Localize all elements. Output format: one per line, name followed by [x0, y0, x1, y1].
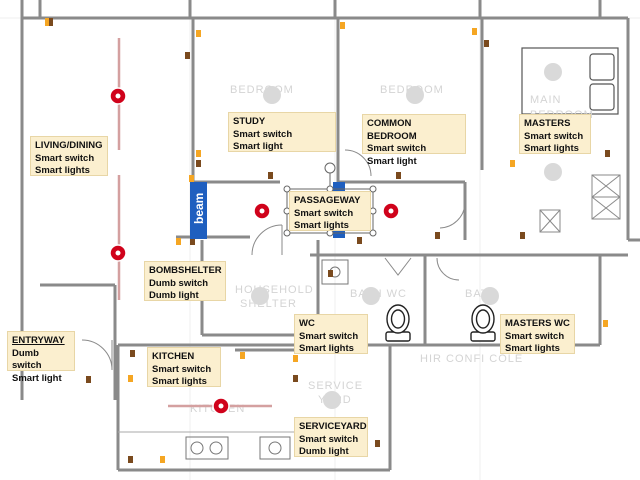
light-type: Smart lights — [152, 376, 207, 387]
svg-text:SERVICE: SERVICE — [308, 380, 363, 392]
switch-type: Smart switch — [35, 152, 95, 164]
label-kitchen: KITCHEN Smart switch Smart lights — [147, 347, 221, 387]
light-type: Smart lights — [299, 343, 354, 354]
room-name: LIVING/DINING — [35, 140, 103, 151]
switch-type: Dumb switch — [149, 277, 209, 289]
light-type: Dumb light — [299, 446, 349, 457]
light-type: Smart light — [12, 372, 62, 384]
room-name: KITCHEN — [152, 351, 195, 362]
room-name: SERVICEYARD — [299, 421, 367, 432]
room-name: BOMBSHELTER — [149, 265, 222, 276]
room-name: MASTERS — [524, 118, 571, 129]
toilet-icon — [385, 304, 411, 342]
beam — [190, 182, 207, 239]
toilet-icon — [470, 304, 496, 342]
light-type: Smart lights — [35, 165, 90, 176]
switch-type: Smart switch — [233, 128, 293, 140]
switch-type: Smart switch — [152, 363, 212, 375]
switch-type: Smart switch — [367, 143, 427, 154]
room-name: MASTERS WC — [505, 318, 570, 329]
room-name: COMMON BEDROOM — [367, 118, 417, 142]
room-name: STUDY — [233, 116, 266, 127]
svg-text:HIR CONFI COLE: HIR CONFI COLE — [420, 353, 523, 365]
ceiling-light-icons — [251, 63, 562, 409]
light-type: Smart lights — [294, 220, 349, 231]
label-living-dining: LIVING/DINING Smart switch Smart lights — [30, 136, 108, 176]
switch-type: Smart switch — [299, 330, 359, 342]
label-study: STUDY Smart switch Smart light — [228, 112, 336, 152]
light-type: Smart lights — [505, 343, 560, 354]
label-passageway: PASSAGEWAY Smart switch Smart lights — [289, 191, 371, 231]
label-serviceyard: SERVICEYARD Smart switch Dumb light — [294, 417, 368, 457]
light-type: Smart light — [233, 141, 283, 152]
label-masters-wc: MASTERS WC Smart switch Smart lights — [500, 314, 575, 354]
label-entryway: ENTRYWAY Dumb switch Smart light — [7, 331, 75, 384]
switch-type: Smart switch — [524, 130, 584, 142]
kitchen-stove — [185, 436, 291, 460]
switch-type: Dumb switch — [12, 347, 42, 372]
label-wc: WC Smart switch Smart lights — [294, 314, 368, 354]
svg-text:SHELTER: SHELTER — [240, 298, 297, 310]
bed — [521, 47, 619, 115]
svg-text:HOUSEHOLD: HOUSEHOLD — [235, 284, 314, 296]
switch-type: Smart switch — [505, 330, 565, 342]
room-name: PASSAGEWAY — [294, 195, 361, 206]
room-name: ENTRYWAY — [12, 335, 65, 346]
svg-text:MAIN: MAIN — [530, 94, 562, 106]
label-masters: MASTERS Smart switch Smart lights — [519, 114, 591, 154]
light-type: Dumb light — [149, 290, 199, 301]
label-common-bedroom: COMMON BEDROOM Smart switch Smart light — [362, 114, 466, 167]
label-bombshelter: BOMBSHELTER Dumb switch Dumb light — [144, 261, 226, 301]
switch-type: Smart switch — [294, 207, 354, 219]
svg-text:BEDROOM: BEDROOM — [230, 84, 294, 96]
switch-icons — [45, 18, 610, 463]
light-type: Smart lights — [524, 143, 579, 154]
room-name: WC — [299, 318, 315, 329]
beam-label: beam — [192, 193, 206, 224]
switch-type: Smart switch — [299, 433, 359, 445]
light-type: Smart light — [367, 155, 417, 167]
walls — [20, 0, 640, 472]
door-swings — [81, 149, 621, 371]
